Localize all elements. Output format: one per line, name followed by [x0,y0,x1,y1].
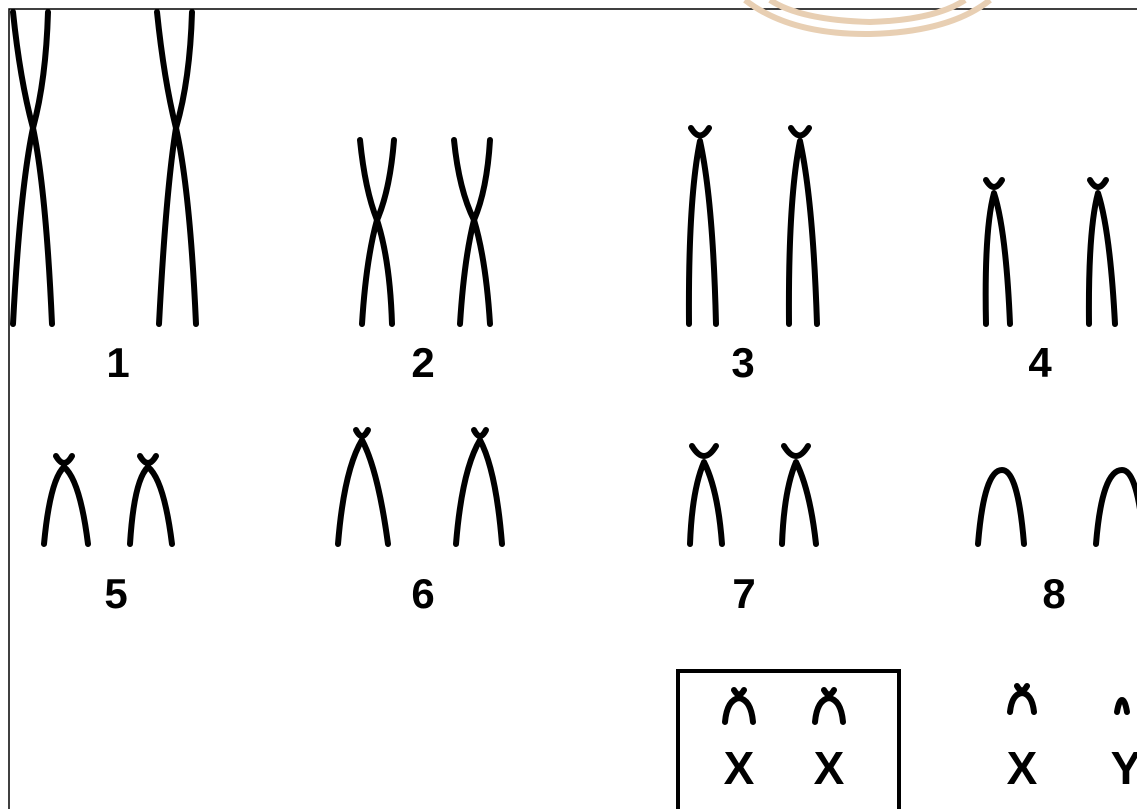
pair-label-1: 1 [106,339,129,386]
pair-label-7: 7 [732,570,755,617]
chromosome-pair-2: 2 [360,140,490,386]
chromosome-8b [1096,470,1137,544]
watermark [745,0,990,34]
chromosome-5b [130,456,172,544]
pair-label-5: 5 [104,570,127,617]
pair-label-2: 2 [411,339,434,386]
chromosome-pair-3: 3 [689,128,817,386]
sex-chromosomes-xx: X X [678,671,899,809]
xx-box [678,671,899,809]
chromosome-4a [986,180,1010,324]
chromosome-6b [456,430,502,544]
sex-label-x-1: X [724,742,755,794]
chromosome-3a [689,128,716,324]
chromosome-3b [789,128,817,324]
pair-label-3: 3 [731,339,754,386]
pair-label-6: 6 [411,570,434,617]
pair-label-4: 4 [1028,339,1052,386]
chromosome-7b [782,446,816,544]
sex-label-x-2: X [814,742,845,794]
chromosome-x-1 [725,690,753,722]
chromosome-6a [338,430,388,544]
chromosome-2b [454,140,490,324]
chromosome-2a [360,140,394,324]
chromosome-pair-4: 4 [986,180,1115,386]
chromosome-5a [44,456,88,544]
chromosome-pair-5: 5 [44,456,172,617]
pair-label-8: 8 [1042,570,1065,617]
sex-label-y: Y [1111,742,1137,794]
chromosome-y [1117,700,1127,712]
chromosome-x-2 [815,690,843,722]
chromosome-pair-8: 8 [978,470,1137,617]
sex-chromosomes-xy: X Y [1007,686,1137,794]
sex-label-x-3: X [1007,742,1038,794]
chromosome-pair-6: 6 [338,430,502,617]
chromosome-1a [13,12,52,324]
chromosome-4b [1089,180,1115,324]
chromosome-pair-1: 1 [13,12,196,386]
chromosome-8a [978,470,1024,544]
chromosome-7a [690,446,722,544]
chromosome-1b [157,12,196,324]
chromosome-x-3 [1010,686,1034,712]
chromosome-pair-7: 7 [690,446,816,617]
